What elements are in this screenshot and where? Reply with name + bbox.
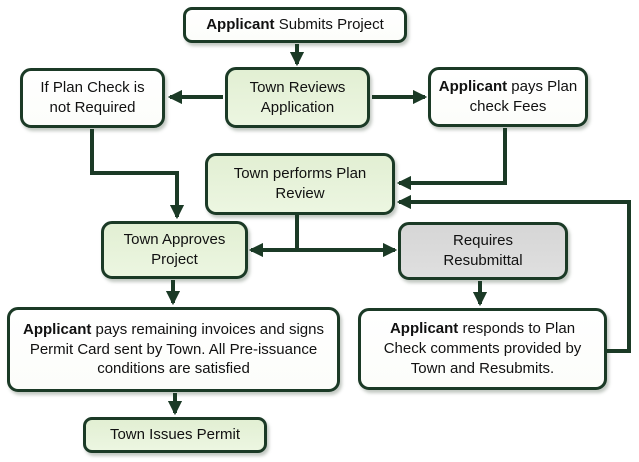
arrow-payfees-to-planreview (396, 128, 507, 191)
node-label: Town performs Plan Review (233, 165, 367, 202)
node-label: Requires Resubmittal (443, 232, 523, 269)
node-if-plan-check-not-required: If Plan Check is not Required (20, 68, 165, 128)
node-applicant-pays-remaining-invoices: Applicant pays remaining invoices and si… (7, 307, 340, 392)
node-label: Town Issues Permit (109, 426, 241, 444)
node-label: Applicant pays remaining invoices and si… (23, 320, 324, 378)
arrow-nocheck-to-approve (90, 129, 185, 220)
node-town-issues-permit: Town Issues Permit (83, 417, 267, 453)
node-label: Town Reviews Application (249, 78, 346, 116)
node-applicant-responds-to-plan-check: Applicant responds to Plan Check comment… (358, 308, 607, 390)
node-label: Applicant pays Plan check Fees (438, 78, 578, 115)
node-town-approves-project: Town Approves Project (101, 221, 248, 279)
node-label: Applicant responds to Plan Check comment… (383, 320, 582, 377)
node-label: Applicant Submits Project (206, 16, 384, 34)
node-label: Town Approves Project (123, 231, 226, 268)
node-label: If Plan Check is not Required (40, 79, 145, 116)
node-applicant-pays-plan-check-fees: Applicant pays Plan check Fees (428, 67, 588, 127)
node-requires-resubmittal: Requires Resubmittal (398, 222, 568, 280)
node-town-reviews-application: Town Reviews Application (225, 67, 370, 128)
node-town-performs-plan-review: Town performs Plan Review (205, 153, 395, 215)
node-applicant-submits-project: Applicant Submits Project (183, 7, 407, 43)
